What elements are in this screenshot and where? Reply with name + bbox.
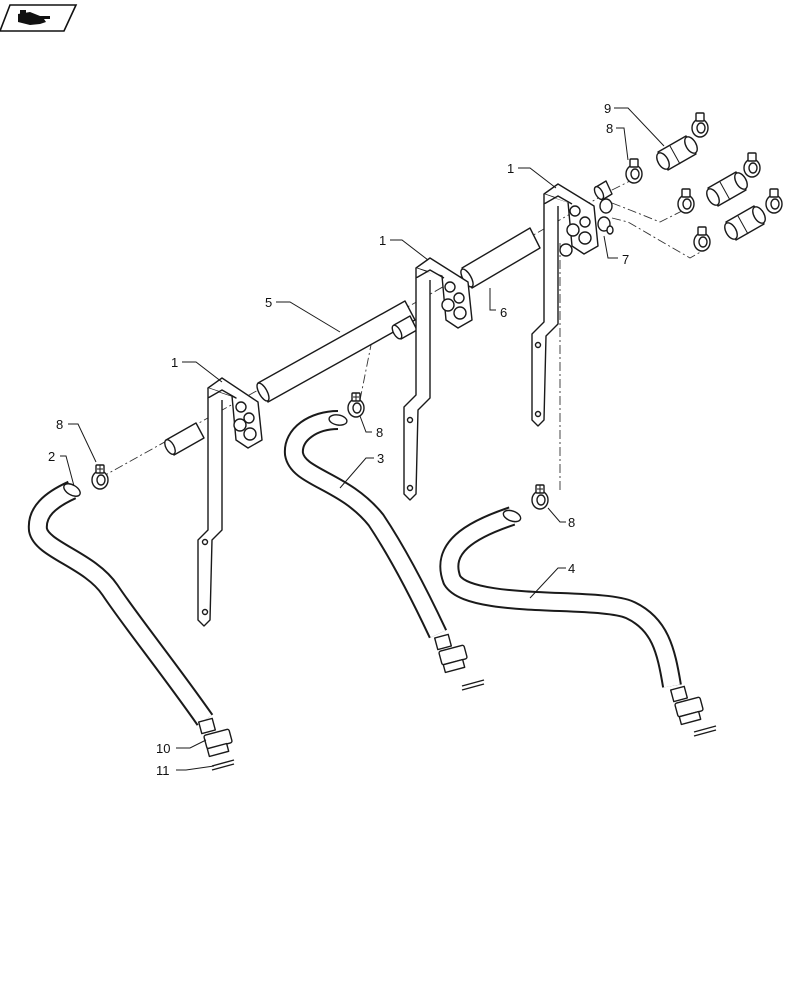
hose-2 <box>27 480 214 726</box>
clamp-mid <box>347 392 365 418</box>
clamp-mid-b <box>743 152 761 178</box>
hose-3 <box>283 410 448 639</box>
callout-11: 11 <box>156 763 170 778</box>
clamp-low-b <box>765 188 783 214</box>
clamp-mid-a <box>677 188 695 214</box>
coupling-right <box>669 685 717 737</box>
callout-8-mid: 8 <box>376 425 383 440</box>
callout-3: 3 <box>377 451 384 466</box>
bracket-left <box>197 377 263 627</box>
callout-1-mid: 1 <box>379 233 386 248</box>
callout-9: 9 <box>604 101 611 116</box>
callout-7: 7 <box>622 252 629 267</box>
spacer-right <box>593 180 613 201</box>
coupling-mid <box>433 633 485 691</box>
coupler-mid <box>706 171 748 207</box>
coupler-top <box>656 135 698 171</box>
clamp-low-a <box>693 226 711 252</box>
callout-1-left: 1 <box>171 355 178 370</box>
callout-5: 5 <box>265 295 272 310</box>
fitting-group-7 <box>597 198 614 235</box>
callout-6: 6 <box>500 305 507 320</box>
clamp-top-a <box>625 158 643 184</box>
coupling-left <box>197 717 235 771</box>
callout-10: 10 <box>156 741 170 756</box>
callout-4: 4 <box>568 561 575 576</box>
bracket-mid <box>403 257 473 501</box>
bracket-right <box>531 183 599 427</box>
leader-lines <box>60 107 665 771</box>
hose-4 <box>439 506 682 688</box>
nav-badge[interactable] <box>0 4 78 32</box>
callout-8-right: 8 <box>568 515 575 530</box>
callout-2: 2 <box>48 449 55 464</box>
callout-8-top: 8 <box>606 121 613 136</box>
clamp-left <box>91 464 109 490</box>
clamp-right-low <box>531 484 549 510</box>
callout-1-right: 1 <box>507 161 514 176</box>
tube-6 <box>460 227 541 289</box>
spacer-left <box>164 422 205 456</box>
hand-pointer-icon <box>18 10 50 25</box>
tube-5 <box>256 300 416 403</box>
coupler-low <box>724 205 766 241</box>
callout-8-left: 8 <box>56 417 63 432</box>
clamp-top-b <box>691 112 709 138</box>
